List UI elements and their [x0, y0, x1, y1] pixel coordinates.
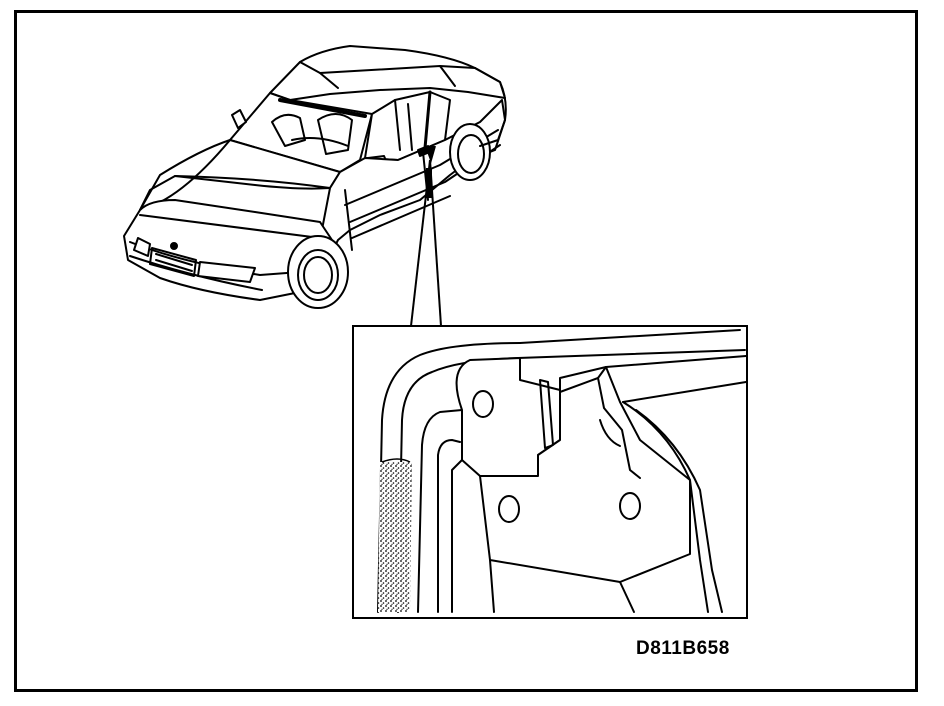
- car-illustration: [123, 45, 507, 309]
- bolt-hole: [498, 495, 520, 523]
- figure-frame: [14, 10, 918, 692]
- door-seal: [622, 401, 709, 613]
- detail-inset: [352, 325, 748, 619]
- callout-leader: [410, 145, 442, 327]
- rear-wheel: [449, 123, 491, 181]
- bolt-hole: [472, 390, 494, 418]
- front-bumper: [123, 199, 333, 301]
- front-wheel: [287, 235, 349, 309]
- slot: [539, 379, 554, 449]
- figure-code: D811B658: [636, 638, 730, 659]
- pillar-outer: [377, 342, 521, 613]
- headlight: [197, 261, 256, 283]
- soft-top: [269, 45, 506, 101]
- grille: [149, 247, 197, 277]
- stippled-seal: [378, 462, 412, 612]
- bolt-hole: [619, 492, 641, 520]
